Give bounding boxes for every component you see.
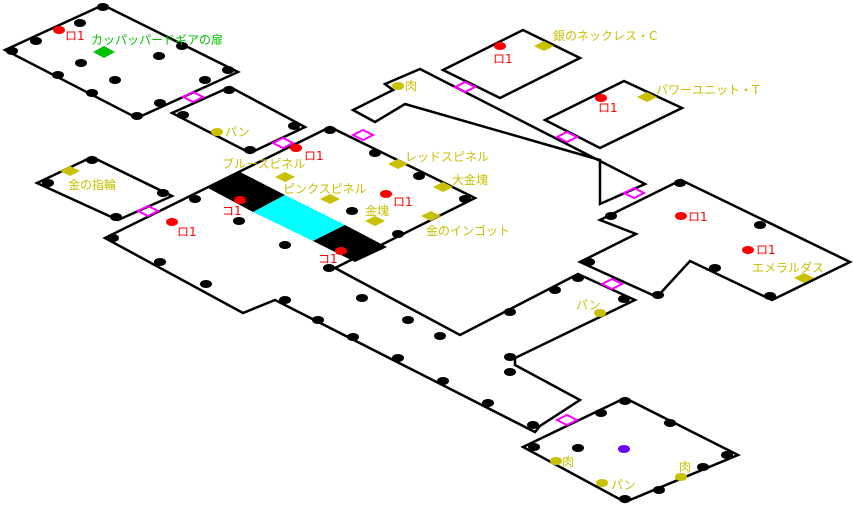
enemy-label: ロ1	[65, 29, 85, 43]
player-marker	[618, 445, 630, 453]
enemy-label: ロ1	[393, 195, 413, 209]
key-item-marker	[93, 46, 115, 58]
item-label: パン	[225, 125, 250, 139]
door[interactable]	[452, 80, 478, 94]
rooms	[2, 3, 853, 504]
item-marker	[320, 194, 340, 204]
item-label: ブルースピネル	[222, 157, 306, 171]
item-label: パン	[576, 298, 601, 312]
door[interactable]	[135, 204, 161, 218]
doors[interactable]	[135, 80, 647, 427]
item-label: 金のインゴット	[426, 224, 511, 238]
item-marker	[534, 41, 554, 51]
item-label: レッドスピネル	[405, 150, 490, 164]
room-main	[102, 125, 638, 434]
item-label: ピンクスピネル	[283, 182, 367, 196]
door[interactable]	[554, 413, 580, 427]
floor-strip	[208, 172, 387, 262]
door[interactable]	[180, 90, 206, 104]
enemy-label: ロ1	[756, 243, 776, 257]
item-marker	[275, 172, 295, 182]
item-label: 金の指輪	[68, 178, 117, 192]
item-marker	[433, 182, 453, 192]
item-label: パン	[611, 478, 636, 492]
obstacles	[6, 3, 776, 503]
corridor-meat	[350, 67, 648, 206]
door[interactable]	[270, 136, 296, 150]
pit-tile	[208, 172, 285, 212]
item-label: 肉	[679, 460, 692, 474]
item-marker	[365, 216, 385, 226]
item-marker	[388, 159, 408, 169]
room-bread	[169, 85, 308, 155]
door[interactable]	[554, 130, 580, 144]
door[interactable]	[599, 277, 625, 291]
enemy-label: ロ1	[598, 101, 618, 115]
enemy-label: ロ1	[493, 52, 513, 66]
item-marker	[421, 211, 441, 221]
door[interactable]	[350, 128, 376, 142]
item-label: 銀のネックレス・C	[553, 29, 658, 43]
enemy-label: ロ1	[688, 210, 708, 224]
water-tile	[253, 195, 345, 241]
enemy-label: コ1	[318, 252, 338, 266]
item-label: 肉	[562, 455, 575, 469]
room-east	[577, 178, 853, 302]
items	[60, 41, 814, 487]
enemy-label: ロ1	[304, 149, 324, 163]
item-label: パワーユニット・T	[656, 83, 760, 97]
item-label: エメラルダス	[752, 261, 825, 275]
item-marker	[60, 166, 80, 176]
door[interactable]	[621, 186, 647, 200]
item-label: 大金塊	[452, 173, 489, 187]
key-item-label: カッパッパードギアの扉	[91, 33, 224, 47]
item-label: 肉	[405, 79, 418, 93]
enemy-label: コ1	[222, 204, 242, 218]
enemies	[53, 26, 754, 255]
pit-tile	[313, 225, 387, 262]
item-label: 金塊	[365, 204, 390, 218]
enemy-label: ロ1	[177, 225, 197, 239]
item-marker	[794, 273, 814, 283]
item-marker	[637, 92, 657, 102]
